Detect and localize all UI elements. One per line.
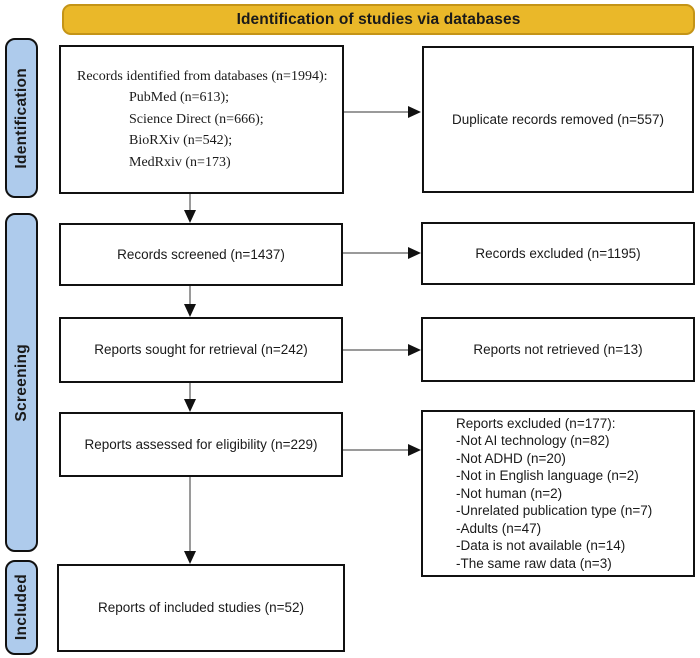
- box-duplicates-removed: Duplicate records removed (n=557): [422, 46, 694, 193]
- included-studies-label: Reports of included studies (n=52): [98, 600, 304, 615]
- reports-excluded-reason: -Not human (n=2): [456, 485, 563, 501]
- banner-identification-via-databases: Identification of studies via databases: [62, 4, 695, 35]
- records-identified-source: PubMed (n=613);: [129, 90, 230, 106]
- box-reports-not-retrieved: Reports not retrieved (n=13): [421, 317, 695, 382]
- reports-excluded-title: Reports excluded (n=177):: [456, 415, 616, 431]
- banner-label: Identification of studies via databases: [236, 10, 521, 28]
- reports-excluded-reason: -Not AI technology (n=82): [456, 433, 610, 449]
- stage-screening-label: Screening: [12, 343, 30, 422]
- reports-excluded-reason: -Data is not available (n=14): [456, 538, 626, 554]
- records-screened-label: Records screened (n=1437): [117, 246, 285, 262]
- reports-assessed-label: Reports assessed for eligibility (n=229): [84, 436, 318, 452]
- box-reports-assessed: Reports assessed for eligibility (n=229): [59, 412, 343, 477]
- records-identified-source: Science Direct (n=666);: [129, 111, 264, 127]
- stage-identification-label: Identification: [12, 67, 30, 169]
- records-identified-source: MedRxiv (n=173): [129, 154, 231, 170]
- stage-identification: Identification: [5, 38, 38, 198]
- stage-screening: Screening: [5, 213, 38, 552]
- reports-excluded-reason: -Unrelated publication type (n=7): [456, 503, 653, 519]
- box-reports-sought: Reports sought for retrieval (n=242): [59, 317, 343, 383]
- records-identified-source: BioRXiv (n=542);: [129, 133, 233, 149]
- box-records-excluded: Records excluded (n=1195): [421, 222, 695, 285]
- reports-not-retrieved-label: Reports not retrieved (n=13): [473, 341, 643, 357]
- duplicates-removed-label: Duplicate records removed (n=557): [452, 111, 664, 127]
- reports-sought-label: Reports sought for retrieval (n=242): [94, 342, 308, 357]
- reports-excluded-reason: -Not in English language (n=2): [456, 468, 639, 484]
- box-records-screened: Records screened (n=1437): [59, 223, 343, 286]
- reports-excluded-reason: -Not ADHD (n=20): [456, 450, 566, 466]
- records-identified-heading: Records identified from databases (n=199…: [77, 68, 328, 84]
- reports-excluded-reason: -The same raw data (n=3): [456, 555, 612, 571]
- box-records-identified: Records identified from databases (n=199…: [59, 45, 344, 194]
- box-reports-excluded: Reports excluded (n=177): -Not AI techno…: [421, 410, 695, 577]
- stage-included: Included: [5, 560, 38, 655]
- stage-included-label: Included: [12, 574, 30, 641]
- box-included-studies: Reports of included studies (n=52): [57, 564, 345, 652]
- records-excluded-label: Records excluded (n=1195): [475, 245, 641, 261]
- reports-excluded-reason: -Adults (n=47): [456, 520, 542, 536]
